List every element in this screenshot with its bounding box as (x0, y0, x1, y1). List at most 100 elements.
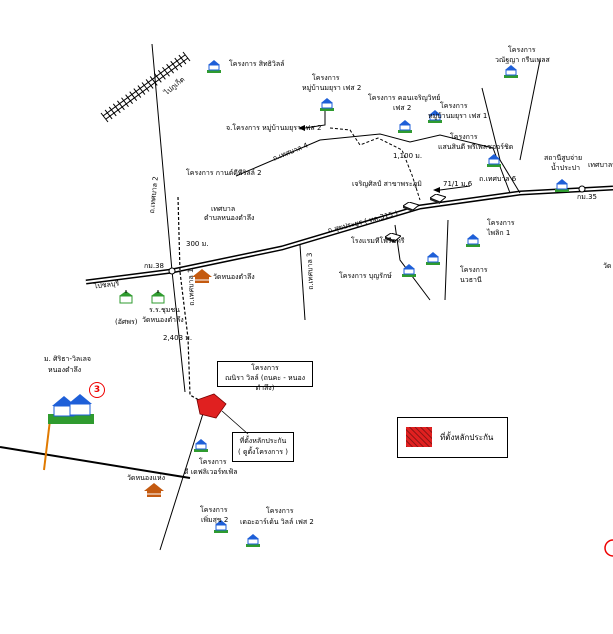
site-callout-box: โครงการ ณนิรา วิลล์ (ถนคะ - หนองตำลึง) (217, 361, 313, 392)
label-lakeland-b: เดอะอาร์เด้น วิลล์ เฟส 2 (240, 518, 314, 526)
label-nong: ม. ศิริธา-วิลเลจ (44, 355, 92, 363)
building-icon (428, 189, 448, 204)
label-siamsat-a: โครงการ (450, 133, 478, 141)
house-icon (502, 63, 520, 78)
label-moo6: 71/1 ม.6 (443, 180, 473, 188)
railway-tie (178, 54, 187, 65)
label-school-2: วัดหนองตำลึง (142, 316, 184, 324)
railway-tie (108, 106, 117, 117)
label-municipal: เทศบาล (211, 205, 236, 213)
label-police: (อัศพร) (115, 318, 138, 326)
railway-tie (100, 112, 109, 123)
house-icon (464, 232, 482, 247)
house-icon (485, 152, 503, 167)
railway-tie (129, 91, 138, 101)
label-mayoon-arrow: จ.โครงการ หมู่บ้านมยุรา เฟส 2 (226, 124, 322, 132)
highway-315 (85, 185, 613, 285)
railway-tie (125, 94, 133, 105)
label-wat-right: วัด (603, 262, 612, 270)
label-swarng-a: สถานีสูบจ่าย (544, 154, 583, 162)
arrow-mayoon (304, 110, 326, 129)
site-callout-title: โครงการ (251, 364, 279, 372)
railway-tie (162, 66, 170, 77)
label-mayoon-p1-b: หมู่บ้านมยุรา เฟส 1 (428, 112, 488, 120)
railway-tie (174, 57, 183, 68)
railway (100, 51, 191, 123)
dashed-branch (329, 127, 421, 201)
arrow-thetsaban-6 (439, 185, 471, 191)
dashed-route (177, 196, 207, 405)
road-south (159, 403, 207, 551)
label-sikhiu-b: ดี เดฟลิเวอร์ทเฟ้ล (184, 468, 238, 476)
railway-tie (182, 51, 191, 62)
road-local-2 (444, 219, 449, 301)
school-icon (150, 290, 166, 306)
label-nong-2: หนองตำลึง (48, 366, 82, 374)
arrow-head-1 (298, 125, 305, 131)
label-school: ร.ร.ชุมชน (149, 306, 180, 314)
km35-marker (578, 185, 586, 193)
road-thetsaban-4 (235, 133, 511, 194)
railway-tie (133, 88, 142, 98)
label-siamsat-b: แสนสินดี พรีเพลซออร์ชิด (438, 143, 514, 151)
label-phong2-a: โครงการ (200, 506, 228, 514)
label-narin-a: โครงการ (460, 266, 488, 274)
label-edge-right: เทศบาลหนอง (588, 161, 613, 169)
label-municipal-2: ตำบลหนองตำลึง (204, 214, 255, 222)
railway-tie (166, 63, 174, 74)
temple-icon (144, 482, 164, 497)
label-hospital: โรงแรมทีโพรีดทรี (351, 237, 405, 245)
label-sikhiu-a: โครงการ (199, 458, 227, 466)
label-narin-b: นวธานี (460, 276, 482, 284)
house-icon (212, 518, 230, 533)
railway-tie (153, 73, 162, 83)
railway-tie (145, 79, 154, 89)
school-icon (118, 290, 134, 306)
label-mayoon-p1-a: โครงการ (440, 102, 468, 110)
marker-number-3: 3 (89, 382, 105, 398)
house-icon (244, 532, 262, 547)
railway-tie (117, 100, 125, 111)
road-north-right-2 (519, 59, 541, 161)
railway-tie (170, 60, 179, 71)
road-thetsaban-3 (299, 244, 306, 321)
house-icon (318, 96, 336, 111)
label-charoen-school: เจริญศิลป์ สาขาพระภูมิ (352, 180, 422, 188)
house-icon (553, 177, 571, 192)
building-icon (383, 228, 403, 243)
railway-tie (137, 85, 146, 95)
legend-box: ที่ตั้งหลักประกัน (397, 417, 508, 458)
road-north-right (481, 87, 521, 194)
label-wat-nongkhae: วัดหนองแห่ง (127, 474, 166, 482)
label-mayoon-1a: โครงการ (312, 74, 340, 82)
label-phong2-b: เพิ่มสุข 2 (201, 516, 229, 524)
legend-swatch (406, 427, 432, 447)
railway-tie (158, 69, 166, 80)
site-marker-box: ที่ตั้งหลักประกัน ( ดูตั้งโครงการ ) (232, 432, 294, 462)
label-wanna-a: โครงการ (508, 46, 536, 54)
label-sirin-a: โครงการ (487, 219, 515, 227)
label-2403m: 2,403 ม. (163, 334, 193, 342)
site-marker-line2: ( ดูตั้งโครงการ ) (238, 448, 288, 456)
label-wat-nongtamlueng: วัดหนองตำลึง (213, 273, 255, 281)
site-marker-line1: ที่ตั้งหลักประกัน (239, 437, 287, 445)
label-wanna-b: วณัฐญา กรีนเพลส (495, 56, 550, 64)
collateral-site-parcel (196, 393, 227, 419)
site-callout-name: ณนิรา วิลล์ (ถนคะ - หนองตำลึง) (224, 374, 306, 392)
house-icon (426, 108, 444, 123)
label-km35: กม.35 (577, 193, 597, 201)
railway-tie (121, 97, 129, 108)
label-kanokwan: โครงการ กานต์ดีพีวิลล์ 2 (186, 169, 262, 177)
road-west (0, 446, 191, 479)
house-icon (205, 58, 223, 73)
label-mayoon-1b: หมู่บ้านมยุรา เฟส 2 (302, 84, 362, 92)
label-swarng-b: น้ำประปา (551, 164, 581, 172)
village-marker-icon (46, 392, 96, 426)
marker-pole (43, 419, 51, 471)
label-boonrat: โครงการ บุญรักษ์ (339, 272, 392, 280)
label-thetsaban-6: ถ.เทศบาล 6 (479, 175, 517, 183)
label-charoen-b: เฟส 2 (393, 104, 412, 112)
railway-tie (141, 82, 150, 92)
label-charoen-a: โครงการ คอนเจริญวิทย์ (368, 94, 441, 102)
